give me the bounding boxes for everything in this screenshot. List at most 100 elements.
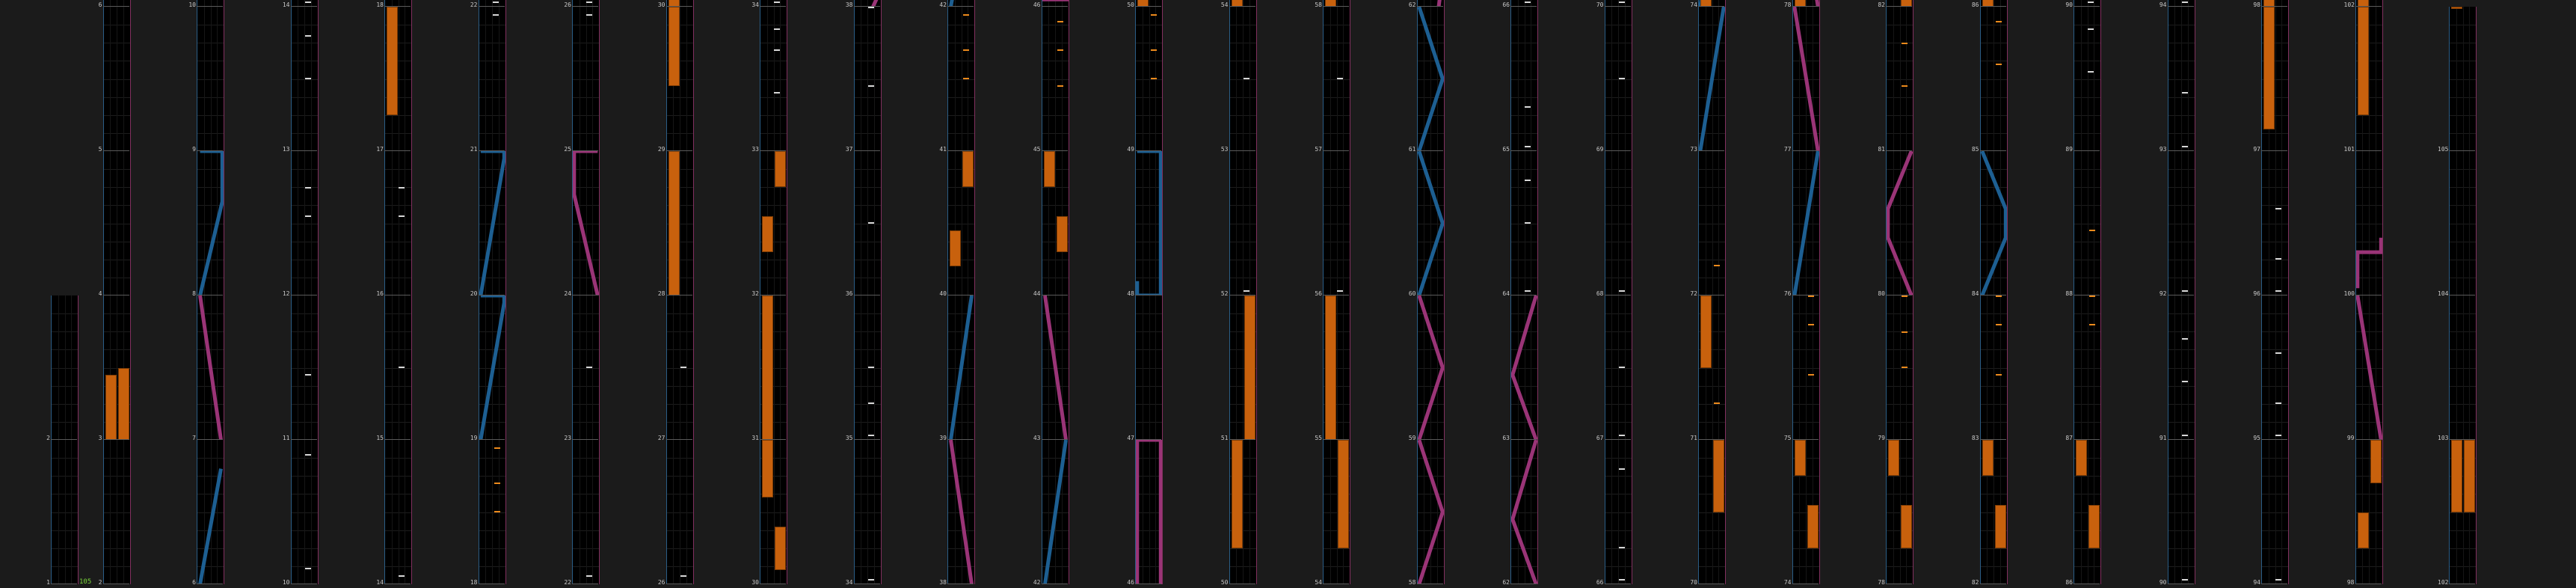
- measure-cell[interactable]: 102: [2344, 0, 2421, 8]
- measure-cell[interactable]: 90: [2159, 440, 2234, 586]
- measure-cell[interactable]: 30: [657, 0, 732, 8]
- measure-cell[interactable]: 83: [1971, 295, 2046, 441]
- measure-cell[interactable]: 19: [470, 295, 544, 441]
- measure-cell[interactable]: 105: [2438, 7, 2515, 153]
- measure-cell[interactable]: 52: [1220, 151, 1295, 297]
- measure-cell[interactable]: 37: [845, 7, 920, 153]
- measure-cell[interactable]: 12: [282, 151, 357, 297]
- measure-cell[interactable]: 38: [845, 0, 920, 8]
- measure-cell[interactable]: 81: [1877, 7, 1952, 153]
- measure-cell[interactable]: 71: [1689, 295, 1764, 441]
- measure-cell[interactable]: 75: [1783, 295, 1858, 441]
- measure-cell[interactable]: 38: [938, 440, 1013, 586]
- measure-cell[interactable]: 50: [1126, 0, 1201, 8]
- measure-cell[interactable]: 30: [751, 440, 826, 586]
- measure-cell[interactable]: 77: [1783, 7, 1858, 153]
- measure-cell[interactable]: 97: [2252, 7, 2327, 153]
- measure-cell[interactable]: 4: [94, 151, 169, 297]
- measure-cell[interactable]: 15: [375, 295, 450, 441]
- measure-cell[interactable]: 65: [1501, 7, 1576, 153]
- measure-cell[interactable]: 22: [563, 440, 638, 586]
- measure-cell[interactable]: 34: [845, 440, 920, 586]
- measure-cell[interactable]: 82: [1971, 440, 2046, 586]
- measure-cell[interactable]: 34: [751, 0, 826, 8]
- measure-cell[interactable]: 46: [1033, 0, 1107, 8]
- measure-cell[interactable]: 64: [1501, 151, 1576, 297]
- measure-cell[interactable]: 2: [94, 440, 169, 586]
- measure-cell[interactable]: 94: [2252, 440, 2327, 586]
- measure-cell[interactable]: 25: [563, 7, 638, 153]
- measure-cell[interactable]: 42: [938, 0, 1013, 8]
- measure-cell[interactable]: 49: [1126, 7, 1201, 153]
- measure-cell[interactable]: 98: [2346, 440, 2421, 586]
- measure-cell[interactable]: 5: [94, 7, 169, 153]
- measure-cell[interactable]: 8: [188, 151, 262, 297]
- measure-cell[interactable]: 70: [1689, 440, 1764, 586]
- measure-cell[interactable]: 68: [1596, 151, 1670, 297]
- measure-cell[interactable]: 88: [2065, 151, 2139, 297]
- measure-cell[interactable]: 72: [1689, 151, 1764, 297]
- measure-cell[interactable]: 18: [375, 0, 450, 8]
- measure-cell[interactable]: 99: [2346, 295, 2421, 441]
- measure-cell[interactable]: 31: [751, 295, 826, 441]
- measure-cell[interactable]: 82: [1877, 0, 1952, 8]
- measure-cell[interactable]: 56: [1314, 151, 1389, 297]
- measure-cell[interactable]: 104: [2438, 151, 2515, 297]
- measure-cell[interactable]: 24: [563, 151, 638, 297]
- measure-cell[interactable]: 102: [2438, 440, 2515, 586]
- measure-cell[interactable]: 80: [1877, 151, 1952, 297]
- measure-cell[interactable]: 3: [94, 295, 169, 441]
- measure-cell[interactable]: 48: [1126, 151, 1201, 297]
- measure-cell[interactable]: 11: [282, 295, 357, 441]
- measure-cell[interactable]: 67: [1596, 295, 1670, 441]
- measure-cell[interactable]: 44: [1033, 151, 1107, 297]
- measure-cell[interactable]: 84: [1971, 151, 2046, 297]
- measure-cell[interactable]: 91: [2159, 295, 2234, 441]
- measure-cell[interactable]: 85: [1971, 7, 2046, 153]
- measure-cell[interactable]: 46: [1126, 440, 1201, 586]
- measure-cell[interactable]: 86: [2065, 440, 2139, 586]
- measure-cell[interactable]: 29: [657, 7, 732, 153]
- measure-cell[interactable]: 14: [375, 440, 450, 586]
- measure-cell[interactable]: 60: [1408, 151, 1483, 297]
- measure-cell[interactable]: 16: [375, 151, 450, 297]
- measure-cell[interactable]: 69: [1596, 7, 1670, 153]
- measure-cell[interactable]: 35: [845, 295, 920, 441]
- measure-cell[interactable]: 78: [1783, 0, 1858, 8]
- measure-cell[interactable]: 54: [1314, 440, 1389, 586]
- measure-cell[interactable]: 40: [938, 151, 1013, 297]
- measure-cell[interactable]: 54: [1220, 0, 1295, 8]
- measure-cell[interactable]: 1: [42, 440, 117, 586]
- measure-cell[interactable]: 79: [1877, 295, 1952, 441]
- measure-cell[interactable]: 59: [1408, 295, 1483, 441]
- measure-cell[interactable]: 27: [657, 295, 732, 441]
- measure-cell[interactable]: 45: [1033, 7, 1107, 153]
- measure-cell[interactable]: 43: [1033, 295, 1107, 441]
- measure-cell[interactable]: 36: [845, 151, 920, 297]
- measure-cell[interactable]: 32: [751, 151, 826, 297]
- measure-cell[interactable]: 39: [938, 295, 1013, 441]
- measure-cell[interactable]: 78: [1877, 440, 1952, 586]
- measure-cell[interactable]: 6: [188, 440, 262, 586]
- measure-cell[interactable]: 89: [2065, 7, 2139, 153]
- measure-cell[interactable]: 101: [2344, 7, 2421, 153]
- measure-cell[interactable]: 28: [657, 151, 732, 297]
- measure-cell[interactable]: 62: [1501, 440, 1576, 586]
- measure-cell[interactable]: 96: [2252, 151, 2327, 297]
- measure-cell[interactable]: 55: [1314, 295, 1389, 441]
- measure-cell[interactable]: 9: [188, 7, 262, 153]
- measure-cell[interactable]: 73: [1689, 7, 1764, 153]
- measure-cell[interactable]: 33: [751, 7, 826, 153]
- measure-cell[interactable]: 10: [282, 440, 357, 586]
- measure-cell[interactable]: 87: [2065, 295, 2139, 441]
- measure-cell[interactable]: 61: [1408, 7, 1483, 153]
- measure-cell[interactable]: 7: [188, 295, 262, 441]
- measure-cell[interactable]: 10: [188, 0, 262, 8]
- measure-cell[interactable]: 14: [282, 0, 357, 8]
- measure-cell[interactable]: 90: [2065, 0, 2139, 8]
- measure-cell[interactable]: 95: [2252, 295, 2327, 441]
- measure-cell[interactable]: 26: [657, 440, 732, 586]
- measure-cell[interactable]: 47: [1126, 295, 1201, 441]
- measure-cell[interactable]: 66: [1501, 0, 1576, 8]
